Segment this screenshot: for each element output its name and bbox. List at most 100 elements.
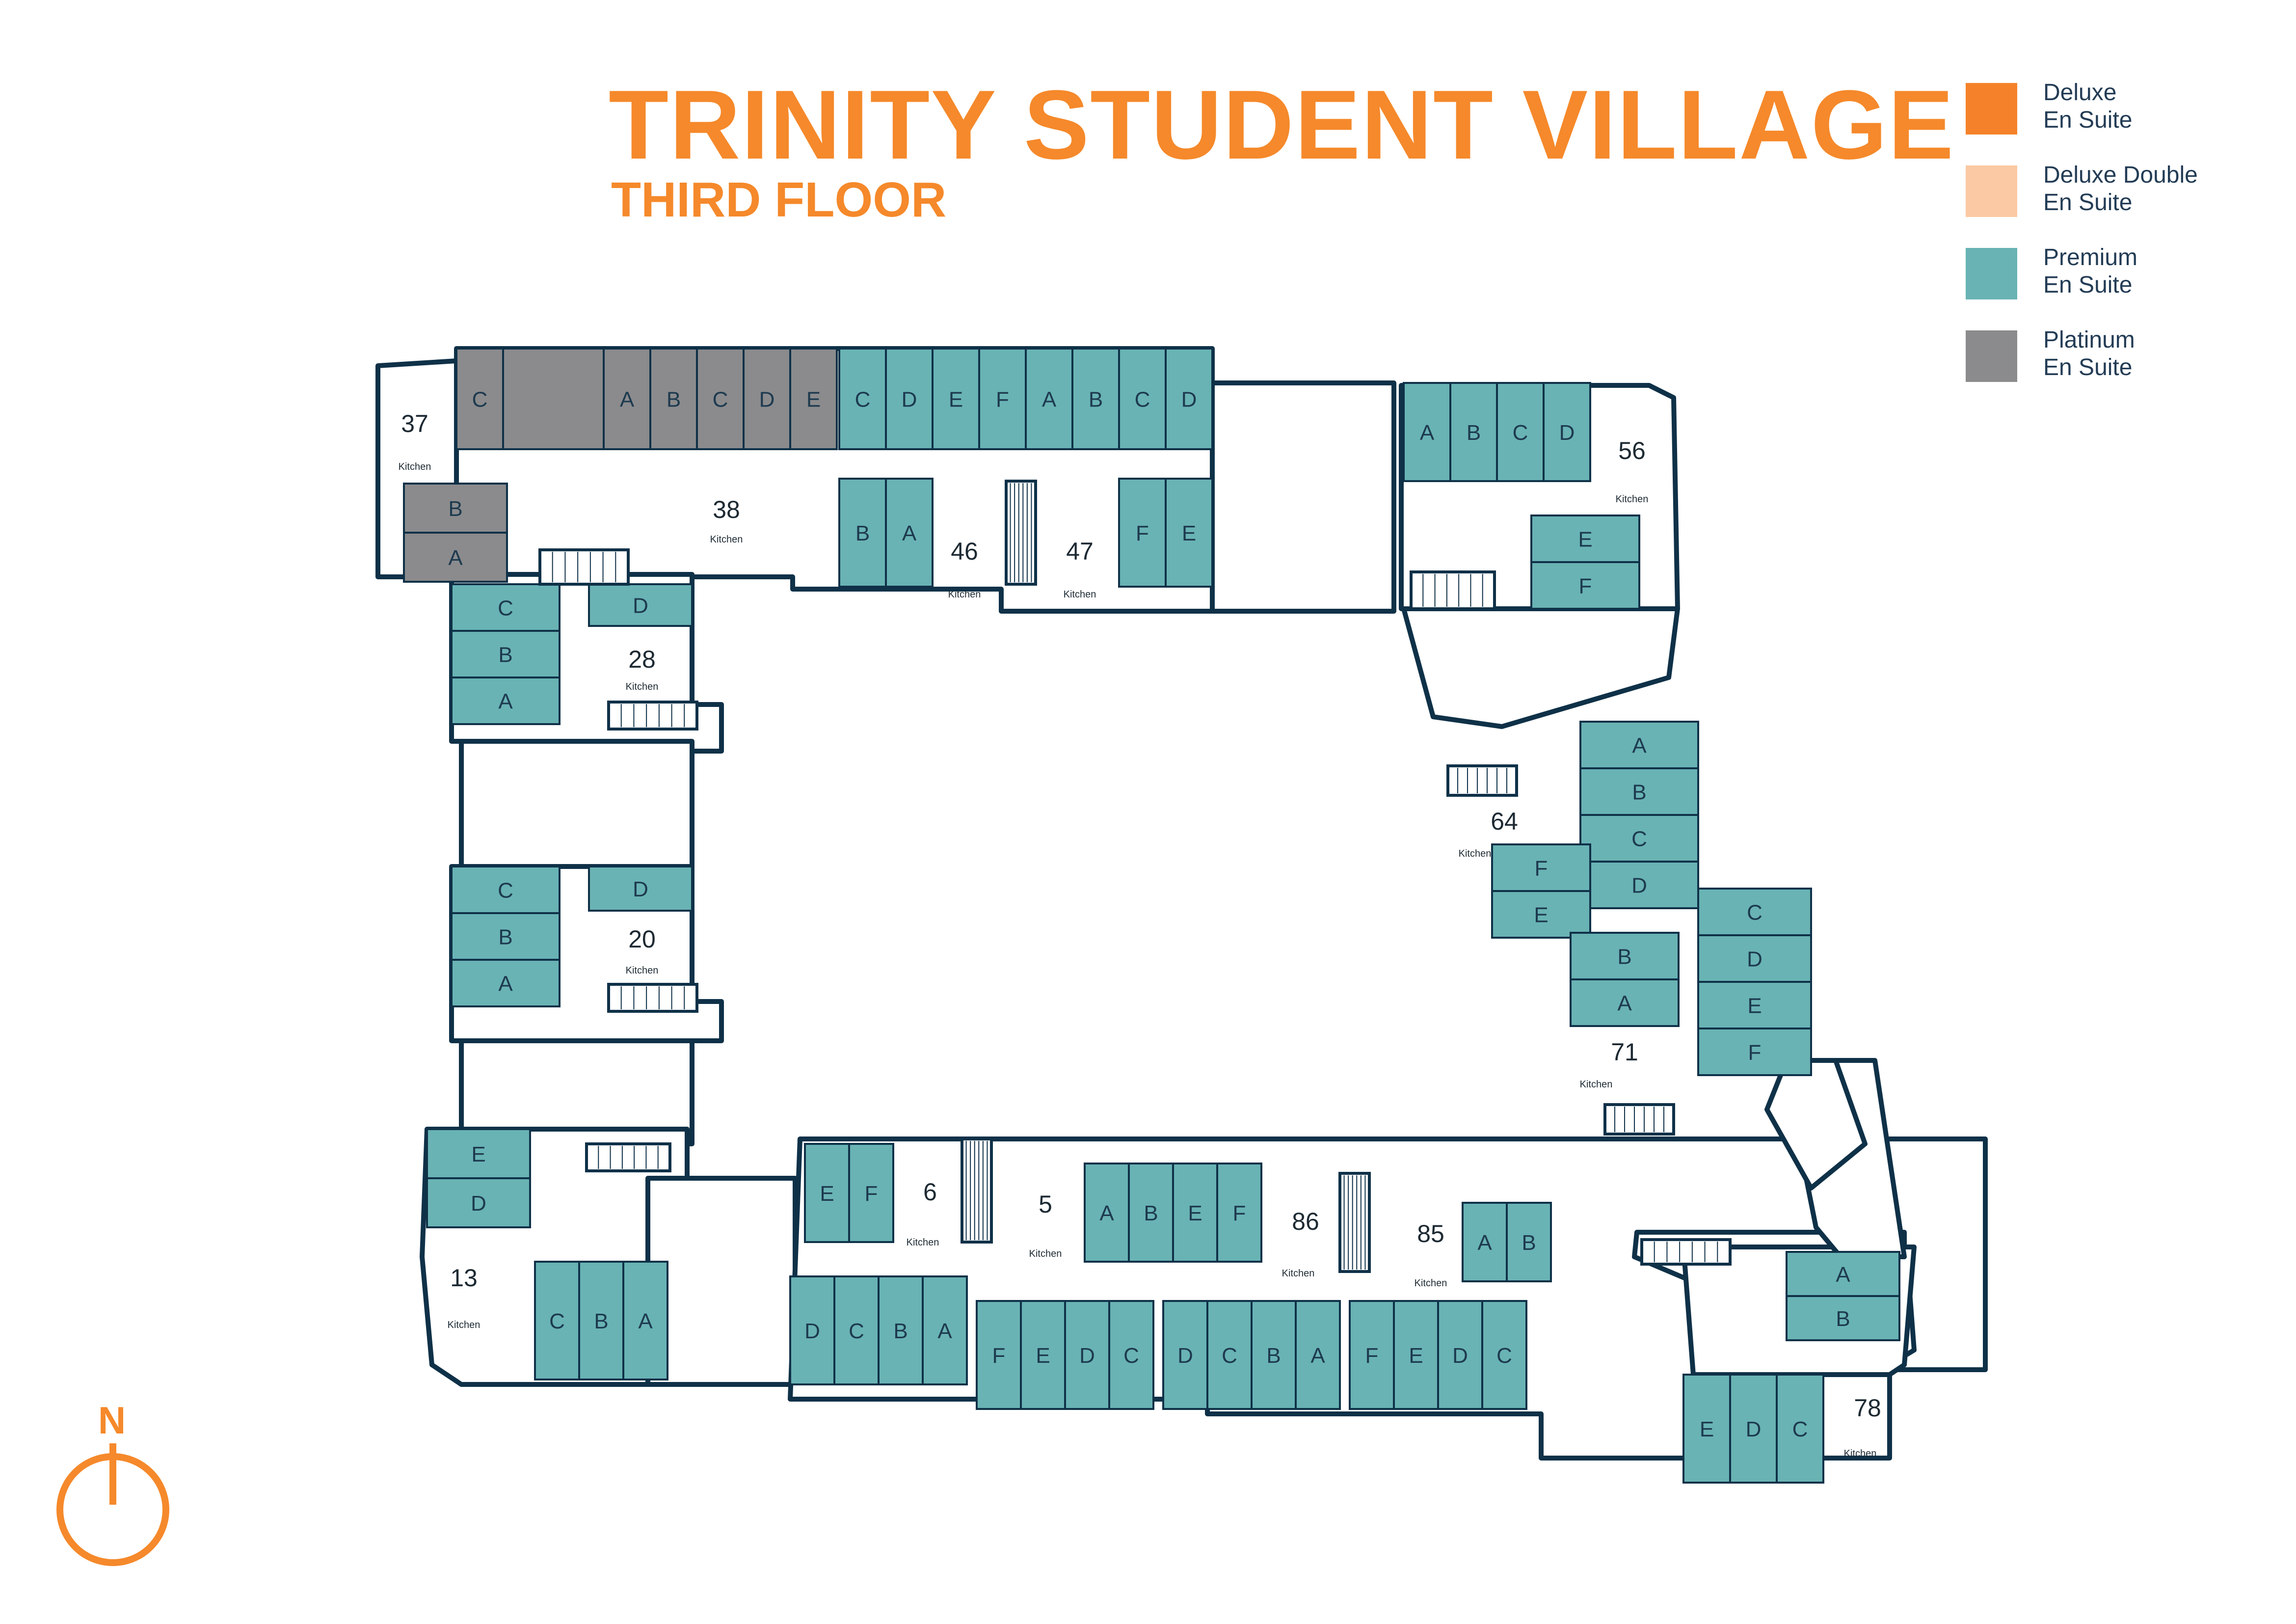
room-letter: B (1632, 781, 1646, 805)
building-block (1210, 380, 1396, 614)
room-letter: B (448, 497, 462, 521)
room: C (451, 583, 561, 632)
room: F (1216, 1163, 1262, 1263)
room: D (1579, 861, 1699, 909)
room-letter: A (638, 1309, 653, 1333)
room: A (1570, 978, 1680, 1027)
room-letter: E (1578, 528, 1592, 552)
room: B (1506, 1202, 1552, 1282)
unit-number: 85 (1417, 1220, 1444, 1247)
room-shape (455, 348, 504, 450)
room: B (838, 478, 887, 588)
room: C (1118, 348, 1167, 450)
room-letter: C (549, 1309, 565, 1333)
room: D (1064, 1300, 1110, 1410)
room-shape (1437, 1300, 1483, 1410)
kitchen-label: Kitchen (1282, 1268, 1315, 1279)
room-shape (649, 348, 698, 450)
room: D (1729, 1374, 1778, 1484)
room-shape (1162, 1300, 1208, 1410)
room-letter: F (1535, 857, 1548, 881)
room-shape (1071, 348, 1120, 450)
staircase (1446, 764, 1518, 797)
room-shape (1165, 478, 1213, 588)
unit-number: 47 (1066, 538, 1094, 565)
room-shape (1108, 1300, 1154, 1410)
staircase (1640, 1238, 1732, 1266)
room-shape (1570, 932, 1680, 980)
kitchen-label: Kitchen (1415, 1278, 1447, 1289)
room-letter: A (1420, 421, 1435, 445)
room-shape (1462, 1202, 1508, 1282)
room: B (1579, 767, 1699, 816)
room: F (848, 1143, 894, 1243)
room-shape (1491, 843, 1591, 892)
room: C (1579, 814, 1699, 863)
room-shape (1570, 978, 1680, 1027)
stair-box (1603, 1103, 1675, 1136)
unit-number: 13 (450, 1264, 478, 1292)
room-letter: E (1700, 1417, 1714, 1441)
room: A (603, 348, 651, 450)
room: D (789, 1275, 835, 1385)
room: F (976, 1300, 1022, 1410)
room-shape (1697, 888, 1812, 936)
room: A (1025, 348, 1073, 450)
room: B (878, 1275, 924, 1385)
room: D (1437, 1300, 1483, 1410)
unit-number: 20 (628, 925, 656, 953)
kitchen-label: Kitchen (1064, 589, 1096, 600)
room-shape (1786, 1251, 1900, 1297)
room-letter: C (1747, 901, 1762, 925)
room-shape (578, 1261, 624, 1380)
room: E (789, 348, 838, 450)
room-shape (804, 1143, 850, 1243)
room-letter: F (1233, 1201, 1246, 1225)
room-letter: A (620, 388, 635, 412)
kitchen-label: Kitchen (1844, 1448, 1877, 1459)
room: A (922, 1275, 968, 1385)
room-letter: D (1177, 1344, 1193, 1368)
room-letter: B (1836, 1307, 1850, 1331)
room-shape (1729, 1374, 1778, 1484)
room: E (804, 1143, 850, 1243)
room-shape (1295, 1300, 1341, 1410)
room: A (622, 1261, 668, 1380)
room: D (1162, 1300, 1208, 1410)
room-letter: E (471, 1142, 485, 1166)
room-letter: D (1181, 388, 1197, 412)
room-shape (1251, 1300, 1297, 1410)
kitchen-label: Kitchen (448, 1320, 481, 1330)
room-shape (1172, 1163, 1218, 1263)
room-letter: D (759, 388, 775, 412)
room-shape (1216, 1163, 1262, 1263)
room: E (932, 348, 980, 450)
room: D (1165, 348, 1213, 450)
unit-number: 78 (1854, 1394, 1881, 1422)
stair-box (1338, 1172, 1371, 1273)
room: E (1172, 1163, 1218, 1263)
unit-number: 71 (1611, 1038, 1638, 1066)
room-letter: B (893, 1319, 908, 1343)
stair-box (1446, 764, 1518, 797)
building-block (1764, 1058, 1868, 1191)
room: A (1295, 1300, 1341, 1410)
room-shape (451, 583, 561, 632)
room-letter: C (713, 388, 728, 412)
room-letter: E (1036, 1344, 1050, 1368)
room: B (451, 630, 561, 678)
room-shape (1697, 1028, 1812, 1076)
room: A (1403, 382, 1451, 482)
stair-box (607, 983, 698, 1013)
room-letter: B (667, 388, 681, 412)
stair-box (607, 701, 698, 731)
stair-box (585, 1142, 671, 1172)
kitchen-label: Kitchen (1580, 1079, 1613, 1090)
room-letter: D (1747, 947, 1762, 972)
